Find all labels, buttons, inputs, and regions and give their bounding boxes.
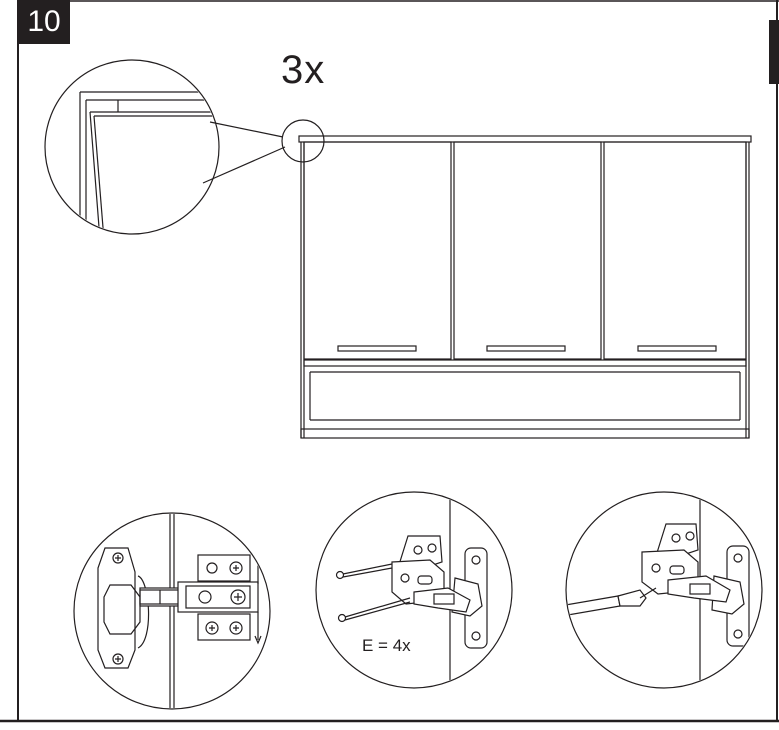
hinge-mounting-detail xyxy=(315,491,513,689)
hinge-adjustment-detail xyxy=(73,512,271,710)
cabinet-door-middle xyxy=(453,141,602,360)
screw-icon xyxy=(337,597,411,623)
corner-detail-zoom xyxy=(44,59,220,235)
corner-callout xyxy=(202,119,325,184)
quantity-label: 3x xyxy=(281,48,326,92)
cabinet-door-right xyxy=(603,141,747,360)
screw-icon xyxy=(335,563,393,580)
hinge-screwdriver-detail xyxy=(565,491,763,689)
cabinet-door-left xyxy=(303,141,452,360)
step-number-badge: 10 xyxy=(18,0,70,44)
screwdriver-icon xyxy=(567,587,657,617)
cabinet-front-view xyxy=(298,135,752,439)
screw-count-label: E = 4x xyxy=(362,636,411,655)
page-edge-tab xyxy=(769,20,779,84)
